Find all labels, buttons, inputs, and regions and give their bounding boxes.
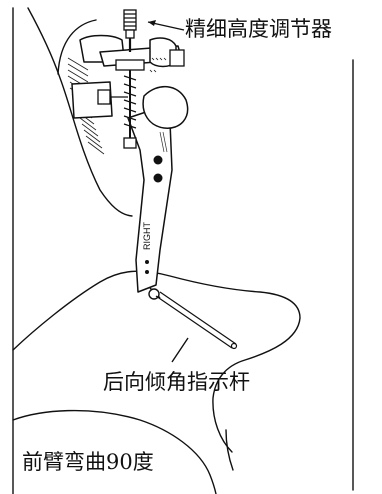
forearm-outline — [12, 270, 301, 453]
jig-holes — [145, 155, 163, 274]
upper-arm-outline — [27, 7, 133, 217]
tilt-indicator-rod — [148, 287, 238, 350]
shoulder-outline — [57, 19, 97, 75]
fine-adjuster-screw — [97, 9, 185, 149]
collar-ticks — [149, 57, 167, 73]
forearm-lower — [12, 409, 217, 494]
jig-knob — [142, 86, 189, 129]
elbow-curve — [225, 429, 234, 471]
engraved-text-mark — [159, 131, 168, 153]
tilt-indicator-label: 后向倾角指示杆 — [103, 370, 250, 394]
fine-adjuster-label: 精细高度调节器 — [185, 17, 332, 41]
jig-side-marking: RIGHT — [142, 222, 152, 251]
forearm-flexion-label: 前臂弯曲90度 — [22, 450, 154, 474]
leader-tilt-indicator — [171, 337, 189, 363]
